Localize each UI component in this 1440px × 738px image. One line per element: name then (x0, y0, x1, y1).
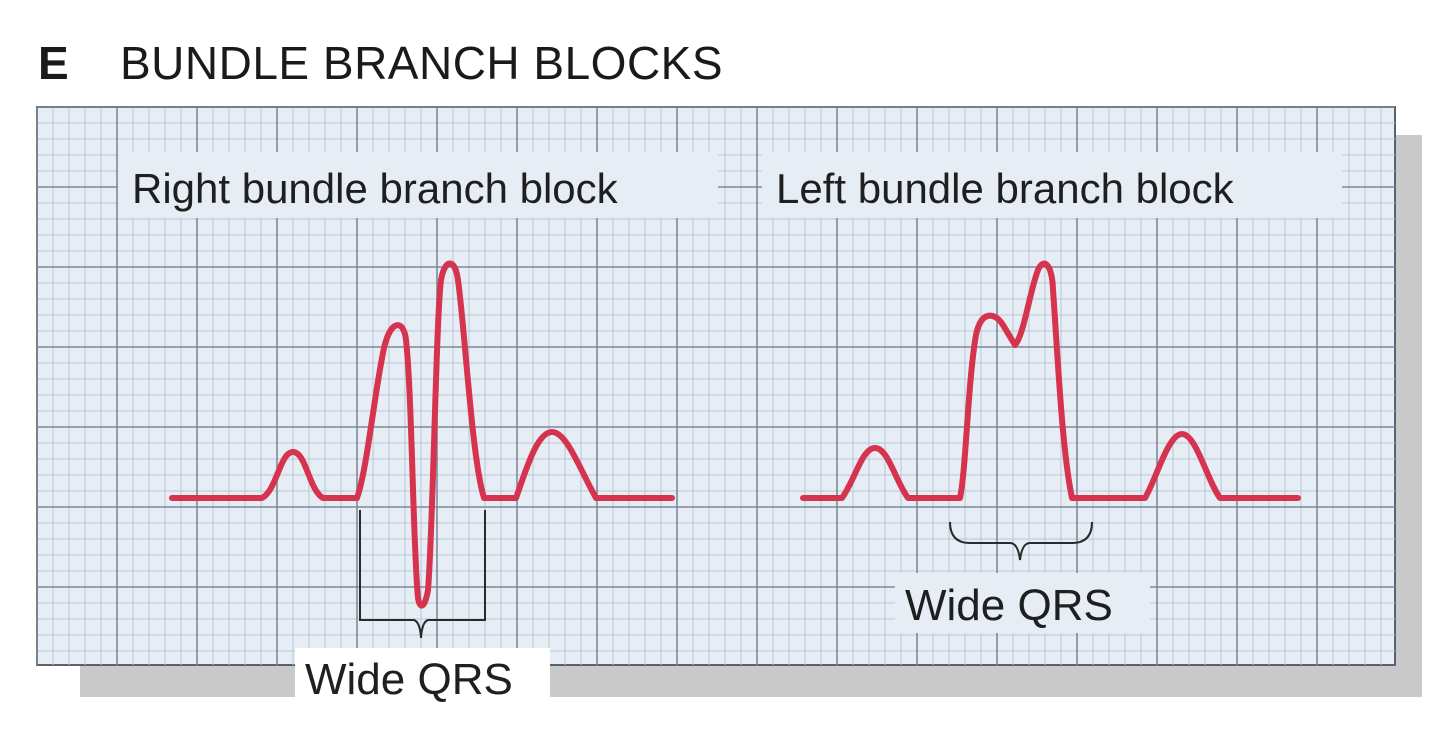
ecg-trace-left-bundle-branch-block (800, 260, 1301, 501)
figure-title: BUNDLE BRANCH BLOCKS (120, 37, 724, 89)
annotation-bg-right (295, 648, 550, 708)
label-bg-right (118, 152, 718, 218)
label-bg-left (762, 152, 1342, 218)
panel-label-right-bundle: Right bundle branch block (132, 165, 619, 212)
panel-label-left-bundle: Left bundle branch block (776, 165, 1235, 212)
annotation-bg-left (895, 573, 1150, 633)
ecg-trace-right-bundle-branch-block (169, 260, 675, 609)
qrs-bracket-left-bundle (949, 521, 1093, 561)
qrs-annotation-right-bundle: Wide QRS (305, 655, 513, 704)
qrs-annotation-left-bundle: Wide QRS (905, 581, 1113, 630)
qrs-bracket-right-bundle (359, 510, 486, 639)
figure-letter: E (38, 37, 69, 89)
